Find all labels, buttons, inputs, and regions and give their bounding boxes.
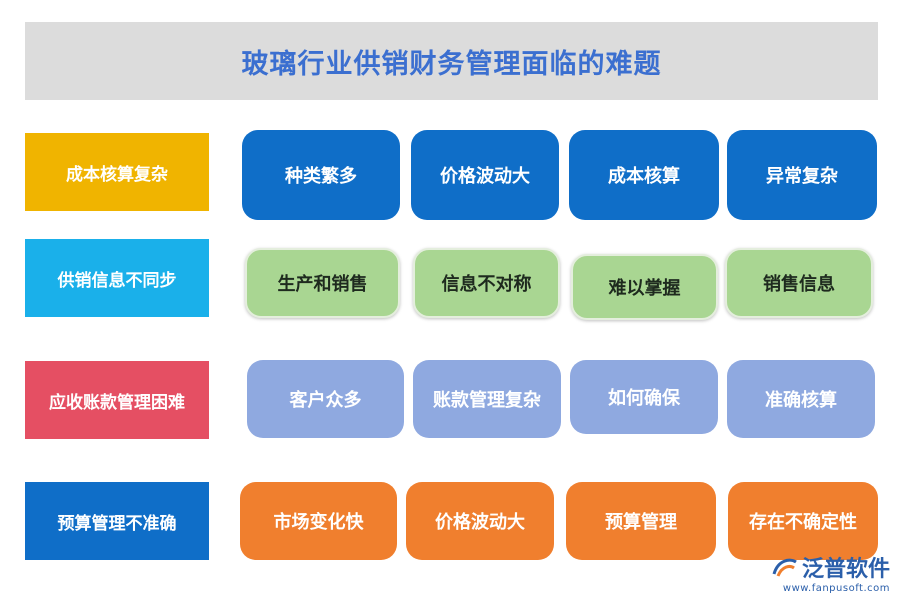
logo-text: 泛普软件 <box>801 557 890 582</box>
logo-url: www.fanpusoft.com <box>782 583 890 594</box>
row-label-receivable: 应收账款管理困难 <box>25 361 209 439</box>
fanpu-logo-icon <box>772 558 797 577</box>
cell-2-4: 销售信息 <box>725 248 873 318</box>
row-label-cost: 成本核算复杂 <box>25 133 209 211</box>
row-label-sync: 供销信息不同步 <box>25 239 209 317</box>
cell-4-1: 市场变化快 <box>240 482 397 560</box>
cell-3-2: 账款管理复杂 <box>413 360 561 438</box>
cell-4-2: 价格波动大 <box>406 482 554 560</box>
cell-1-1: 种类繁多 <box>242 130 400 220</box>
cell-3-4: 准确核算 <box>727 360 875 438</box>
cell-2-1: 生产和销售 <box>245 248 400 318</box>
cell-4-4: 存在不确定性 <box>728 482 878 560</box>
cell-1-4: 异常复杂 <box>727 130 877 220</box>
title-bar: 玻璃行业供销财务管理面临的难题 <box>25 22 878 100</box>
cell-3-1: 客户众多 <box>247 360 404 438</box>
cell-1-2: 价格波动大 <box>411 130 559 220</box>
page-title: 玻璃行业供销财务管理面临的难题 <box>241 48 662 80</box>
brand-logo: 泛普软件 www.fanpusoft.com <box>772 551 890 594</box>
cell-2-3: 难以掌握 <box>571 254 718 320</box>
cell-3-3: 如何确保 <box>570 360 718 434</box>
row-label-budget: 预算管理不准确 <box>25 482 209 560</box>
cell-1-3: 成本核算 <box>569 130 719 220</box>
cell-2-2: 信息不对称 <box>413 248 560 318</box>
cell-4-3: 预算管理 <box>566 482 716 560</box>
